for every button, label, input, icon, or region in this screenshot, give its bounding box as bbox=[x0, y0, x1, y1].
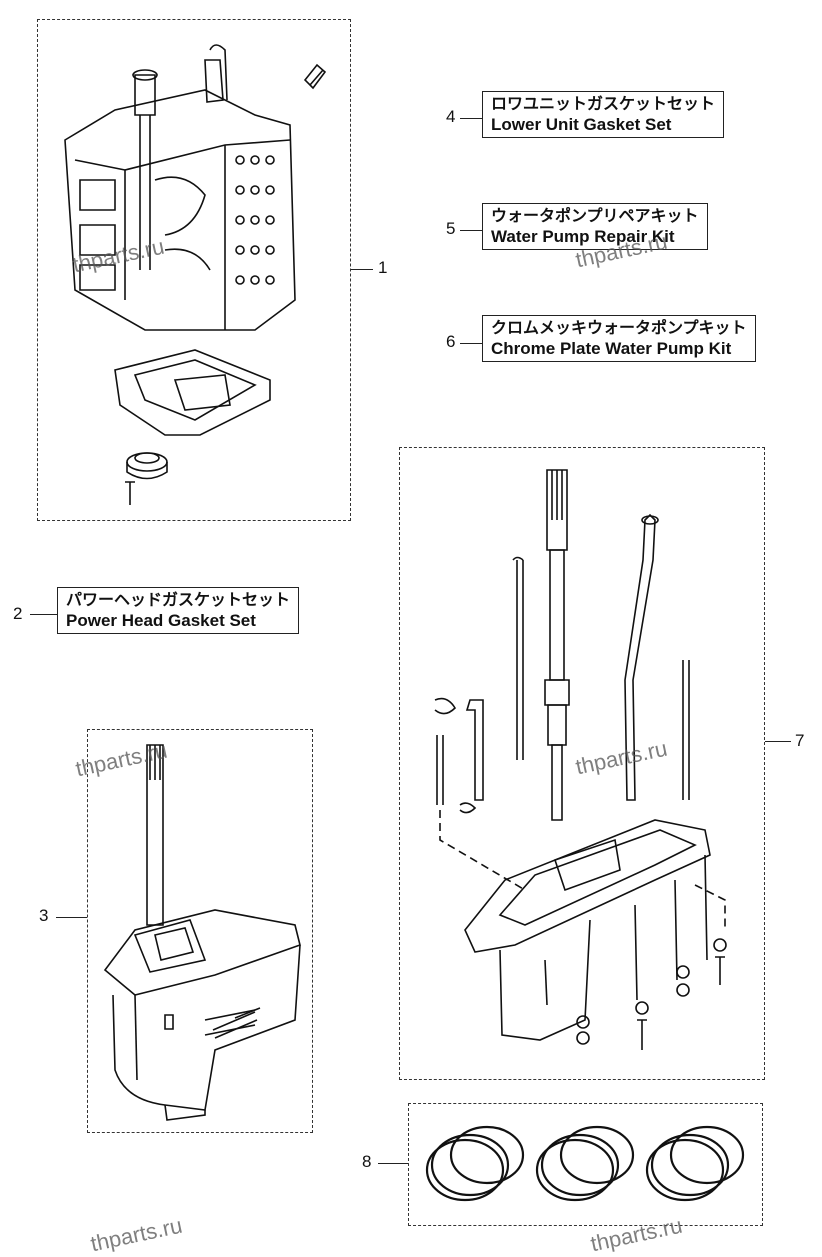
leader-2 bbox=[30, 614, 57, 615]
label-4-en: Lower Unit Gasket Set bbox=[491, 115, 672, 134]
frame-power-head bbox=[37, 19, 351, 521]
frame-upper-casing bbox=[399, 447, 765, 1080]
frame-piston-rings bbox=[408, 1103, 763, 1226]
label-chrome-plate-water-pump-kit: クロムメッキウォータポンプキット Chrome Plate Water Pump… bbox=[482, 315, 756, 362]
label-5-jp: ウォータポンプリペアキット bbox=[491, 206, 699, 225]
leader-4 bbox=[460, 118, 482, 119]
label-2-jp: パワーヘッドガスケットセット bbox=[66, 590, 291, 609]
leader-7 bbox=[765, 741, 791, 742]
callout-number-1: 1 bbox=[378, 258, 388, 277]
leader-5 bbox=[460, 230, 482, 231]
callout-number-7: 7 bbox=[795, 731, 805, 750]
callout-number-6: 6 bbox=[446, 332, 456, 351]
power-head-icon bbox=[55, 30, 345, 510]
callout-number-8: 8 bbox=[362, 1152, 372, 1171]
callout-number-3: 3 bbox=[39, 906, 49, 925]
leader-3 bbox=[56, 917, 87, 918]
label-5-en: Water Pump Repair Kit bbox=[491, 227, 675, 246]
leader-8 bbox=[378, 1163, 408, 1164]
label-power-head-gasket-set: パワーヘッドガスケットセット Power Head Gasket Set bbox=[57, 587, 300, 634]
leader-6 bbox=[460, 343, 482, 344]
label-water-pump-repair-kit: ウォータポンプリペアキット Water Pump Repair Kit bbox=[482, 203, 708, 250]
leader-1 bbox=[351, 269, 373, 270]
label-lower-unit-gasket-set: ロワユニットガスケットセット Lower Unit Gasket Set bbox=[482, 91, 725, 138]
label-2-en: Power Head Gasket Set bbox=[66, 611, 256, 630]
piston-rings-icon bbox=[415, 1110, 755, 1220]
upper-casing-icon bbox=[405, 460, 760, 1075]
callout-number-2: 2 bbox=[13, 604, 23, 623]
frame-lower-unit bbox=[87, 729, 313, 1133]
watermark: thparts.ru bbox=[88, 1212, 185, 1257]
callout-number-4: 4 bbox=[446, 107, 456, 126]
lower-unit-icon bbox=[95, 740, 305, 1125]
label-6-jp: クロムメッキウォータポンプキット bbox=[491, 318, 747, 337]
label-6-en: Chrome Plate Water Pump Kit bbox=[491, 339, 732, 358]
callout-number-5: 5 bbox=[446, 219, 456, 238]
label-4-jp: ロワユニットガスケットセット bbox=[491, 94, 716, 113]
